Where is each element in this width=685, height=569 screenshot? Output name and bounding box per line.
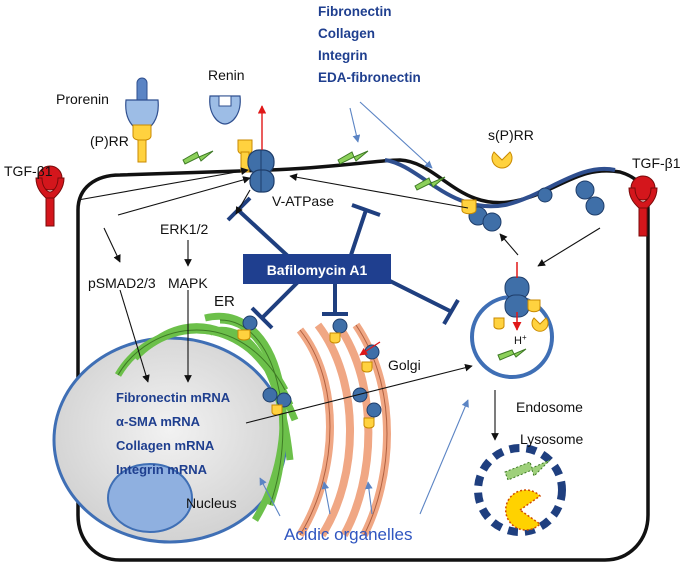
acidic-organelles-label: Acidic organelles (284, 525, 413, 544)
sprr-molecule (491, 151, 513, 169)
mapk-label: MAPK (168, 275, 208, 291)
ecm-item: EDA-fibronectin (318, 70, 421, 85)
tgf-left-label: TGF-β1 (4, 163, 53, 179)
tgf-right-label: TGF-β1 (632, 155, 681, 171)
nucleolus (107, 463, 193, 533)
ecm-protein-list: Fibronectin Collagen Integrin EDA-fibron… (318, 4, 421, 85)
mrna-list: Fibronectin mRNA α-SMA mRNA Collagen mRN… (116, 390, 231, 477)
sprr-label: s(P)RR (488, 127, 534, 143)
erk-label: ERK1/2 (160, 221, 208, 237)
bafilomycin-label: Bafilomycin A1 (267, 262, 368, 278)
mrna-item: Collagen mRNA (116, 438, 215, 453)
v-atpase-endocytic-2 (537, 180, 605, 216)
ecm-item: Collagen (318, 26, 375, 41)
hplus-label: H+ (514, 333, 527, 347)
prorenin-prr-complex (125, 77, 159, 163)
proton-arrow-golgi (359, 341, 381, 356)
membrane-highlight-right (384, 158, 616, 209)
renin-molecule (209, 95, 241, 125)
prr-er-golgi (237, 329, 375, 429)
mrna-item: Integrin mRNA (116, 462, 208, 477)
ecm-item: Integrin (318, 48, 368, 63)
prr-label: (P)RR (90, 133, 129, 149)
mrna-item: Fibronectin mRNA (116, 390, 231, 405)
tgf-receptor-right (628, 175, 658, 237)
ecm-item: Fibronectin (318, 4, 392, 19)
er-label: ER (214, 293, 235, 310)
renin-label: Renin (208, 67, 245, 83)
nucleus-label: Nucleus (186, 495, 237, 511)
ecm-lightning-right (414, 176, 446, 191)
ecm-lightning-left (182, 150, 214, 165)
lysosome-label: Lysosome (520, 431, 584, 447)
vatpase-label: V-ATPase (272, 193, 334, 209)
endosome (470, 262, 554, 379)
lysosome (474, 444, 566, 536)
psmad-label: pSMAD2/3 (88, 275, 156, 291)
bafilomycin-box (243, 254, 391, 284)
endosome-label: Endosome (516, 399, 583, 415)
pathway-arrows (77, 167, 601, 441)
blue-arrows (259, 101, 469, 517)
prorenin-label: Prorenin (56, 91, 109, 107)
mrna-item: α-SMA mRNA (116, 414, 201, 429)
er-outline (117, 319, 286, 506)
v-atpase-er-golgi (242, 315, 382, 418)
v-atpase-membrane (247, 149, 275, 193)
tgf-receptor-left (35, 165, 65, 227)
golgi-label: Golgi (388, 357, 421, 373)
v-atpase-endocytic-1 (461, 199, 502, 232)
ecm-lightning-mid (337, 150, 369, 165)
